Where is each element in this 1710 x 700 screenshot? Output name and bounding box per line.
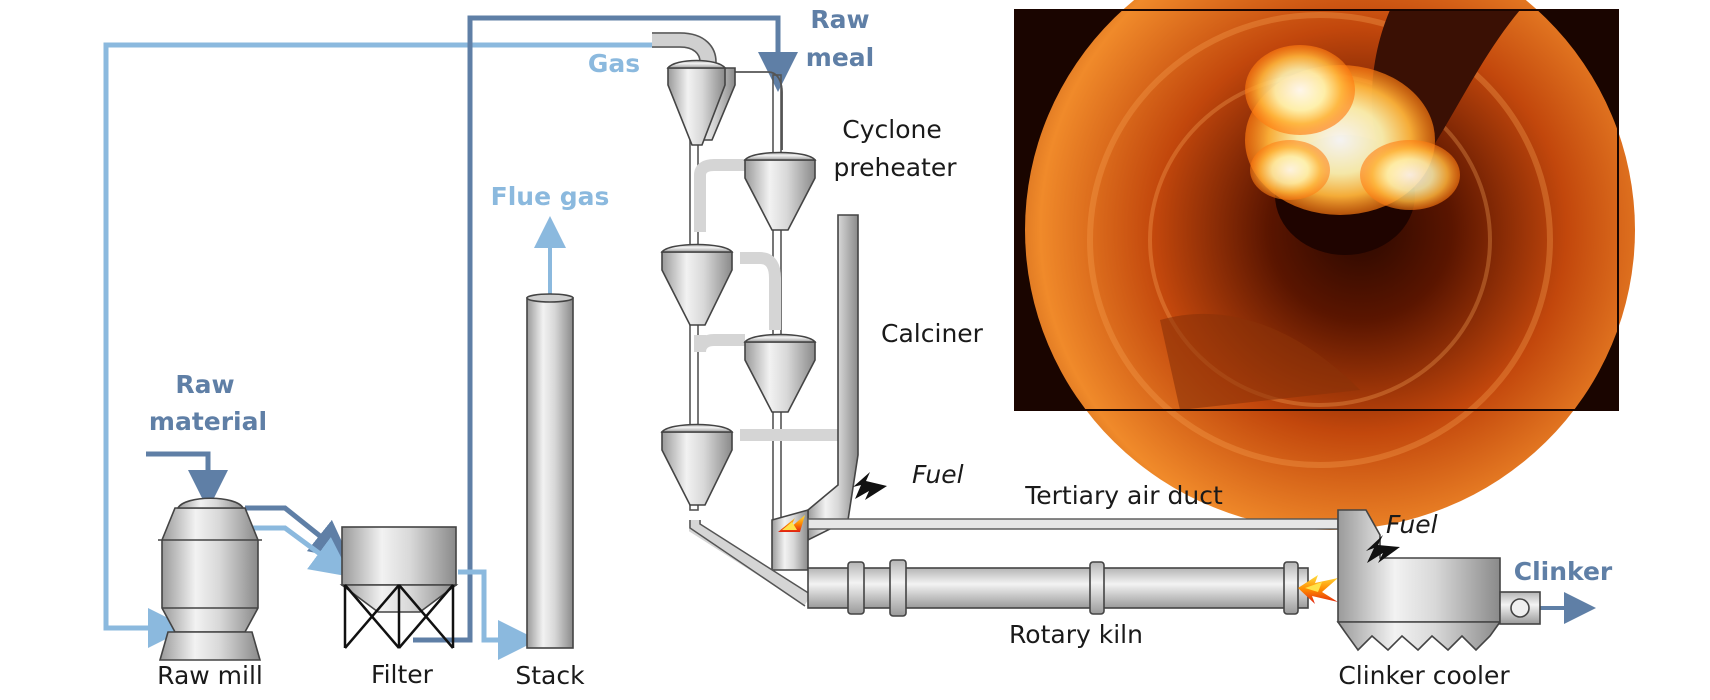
stack: [526, 293, 574, 649]
cyclone-preheater: [652, 32, 854, 546]
cyclone-preheater-label-line2: preheater: [834, 153, 958, 182]
clinker-cooler-label: Clinker cooler: [1338, 661, 1510, 690]
clinker-label: Clinker: [1514, 557, 1613, 586]
calciner-flame: [778, 515, 805, 532]
gas-label: Gas: [588, 49, 640, 78]
rotary-kiln: [807, 559, 1338, 617]
fuel-arrow-calciner: [853, 472, 887, 500]
raw-meal-line: [413, 15, 798, 643]
fuel-label-kiln: Fuel: [1386, 510, 1438, 539]
cyclone-stage-1: [666, 59, 736, 146]
raw-meal-label-line1: Raw: [810, 5, 869, 34]
kiln-interior-flame-photo: [1014, 0, 1635, 530]
fuel-arrow-kiln: [1366, 535, 1400, 563]
filter-to-stack-line: [458, 569, 538, 660]
cyclone-stage-4: [743, 333, 817, 413]
raw-material-label-line2: material: [149, 407, 267, 436]
kiln-burner-flame: [1298, 575, 1338, 604]
cyclone-stage-2: [743, 151, 817, 231]
raw-mill: [158, 497, 262, 661]
tertiary-air-duct: [807, 518, 1339, 530]
filter: [339, 526, 459, 649]
tertiary-air-duct-label: Tertiary air duct: [1024, 481, 1223, 510]
raw-meal-label-line2: meal: [806, 43, 874, 72]
rotary-kiln-label: Rotary kiln: [1009, 620, 1143, 649]
mill-to-filter-dark-line: [245, 505, 351, 561]
mill-to-filter-light-line: [250, 525, 352, 577]
cyclone-preheater-label-line1: Cyclone: [842, 115, 941, 144]
stack-label: Stack: [515, 661, 585, 690]
raw-material-line: [146, 451, 228, 510]
clinker-cooler: [1336, 509, 1541, 652]
gas-return-line: [103, 42, 665, 648]
raw-mill-label: Raw mill: [157, 661, 263, 690]
calciner: [689, 214, 859, 607]
cyclone-stage-3: [660, 243, 734, 326]
flue-gas-label: Flue gas: [491, 182, 610, 211]
raw-material-label-line1: Raw: [175, 370, 234, 399]
cyclone-stage-5: [660, 423, 734, 506]
fuel-label-calciner: Fuel: [912, 460, 964, 489]
calciner-label: Calciner: [881, 319, 984, 348]
filter-label: Filter: [371, 660, 434, 689]
